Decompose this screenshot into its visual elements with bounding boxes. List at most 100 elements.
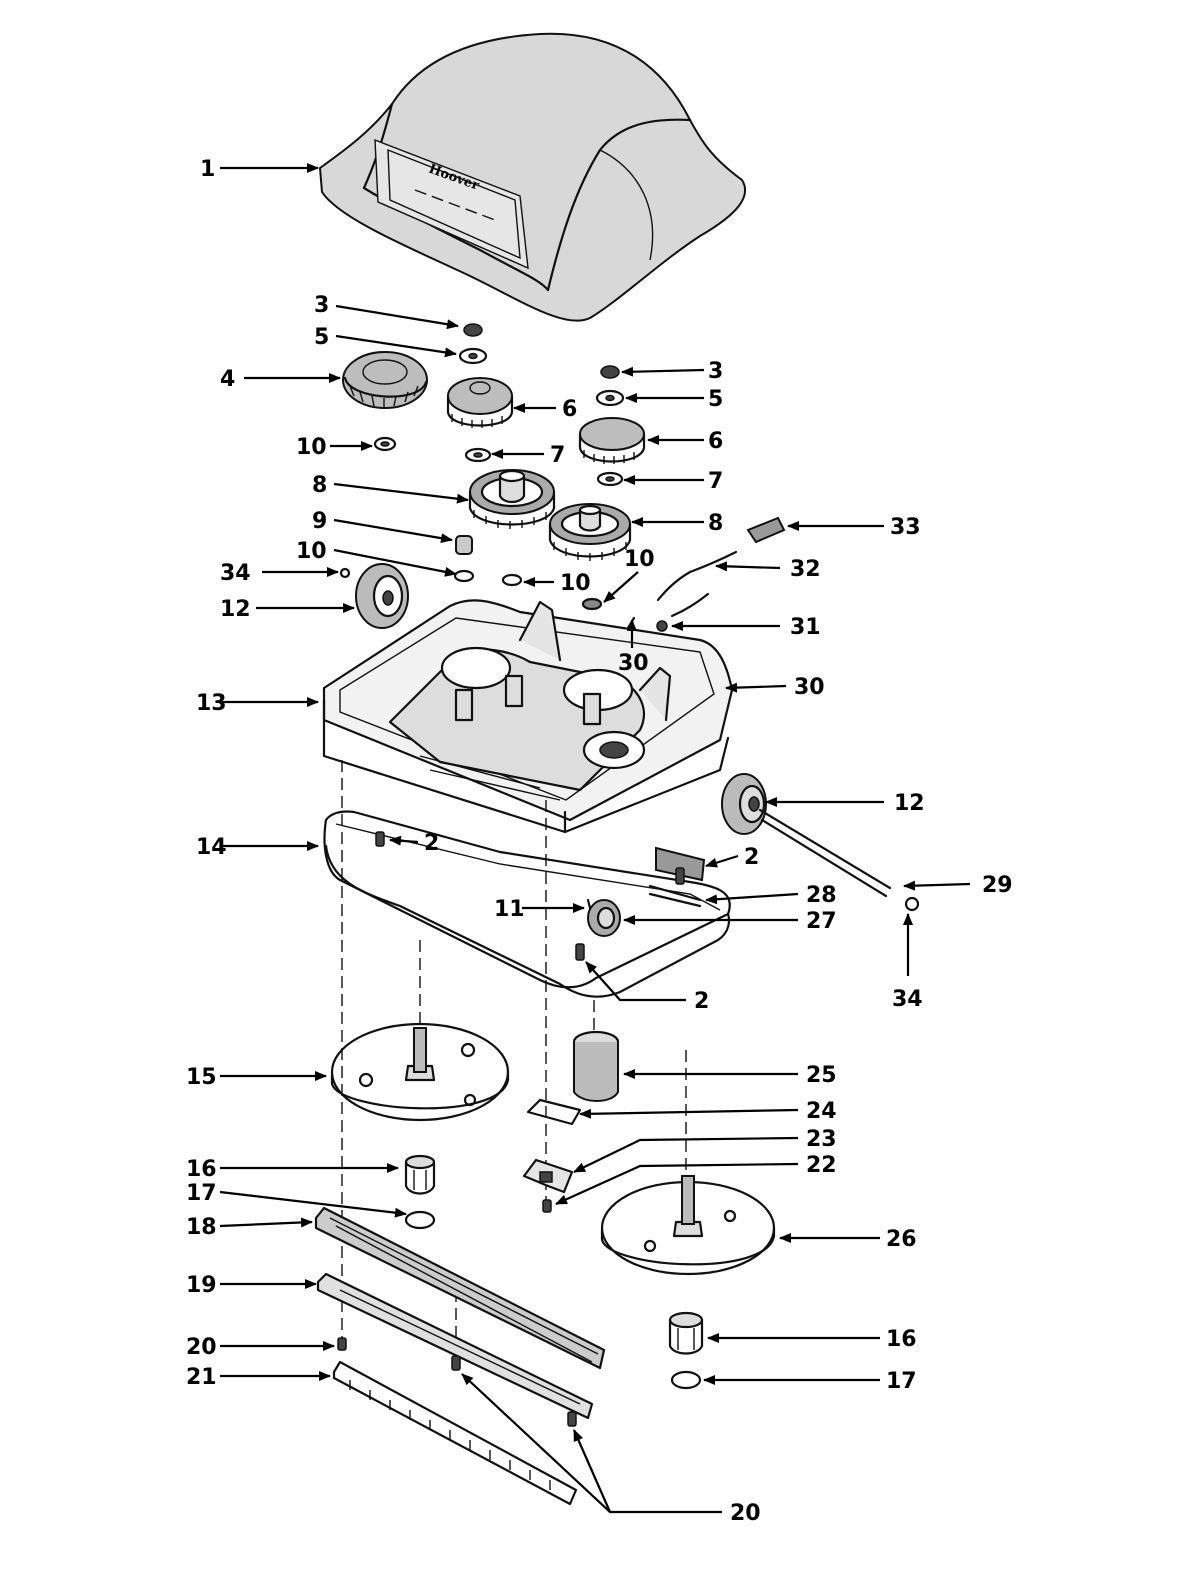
part-16-hub-right — [668, 1311, 704, 1355]
callout-10: 10 — [296, 435, 327, 460]
part-26-brush-disc — [600, 1175, 776, 1276]
part-14-bumper — [323, 810, 731, 998]
callout-3: 3 — [314, 293, 329, 318]
part-20-screw-a — [337, 1337, 347, 1351]
callout-11: 11 — [494, 897, 525, 922]
part-20-screw-c — [567, 1411, 577, 1427]
callout-10: 10 — [624, 547, 655, 572]
part-34-clip-b — [904, 896, 920, 912]
part-12-wheel-left — [355, 563, 409, 629]
part-3-nut-right — [600, 365, 620, 379]
callout-5: 5 — [708, 387, 723, 412]
callout-23: 23 — [806, 1127, 837, 1152]
callout-13: 13 — [196, 691, 227, 716]
part-8-gear-left — [468, 469, 556, 529]
part-6-gear-left — [446, 377, 514, 428]
part-22-screw — [542, 1199, 552, 1213]
part-20-screw-b — [451, 1355, 461, 1371]
callout-4: 4 — [220, 367, 235, 392]
part-5-washer-left — [458, 347, 488, 365]
callout-6: 6 — [562, 397, 577, 422]
callout-26: 26 — [886, 1227, 917, 1252]
part-31-spring — [656, 620, 668, 632]
callout-8: 8 — [312, 473, 327, 498]
callout-2: 2 — [694, 989, 709, 1014]
callout-22: 22 — [806, 1153, 837, 1178]
part-33-knob — [746, 516, 786, 544]
callout-30: 30 — [618, 651, 649, 676]
alignment-lines — [341, 760, 687, 1360]
callout-labels: 1 3 5 4 3 5 6 6 10 7 7 8 8 33 9 10 10 10… — [186, 157, 1013, 1526]
part-17-ring-right — [670, 1370, 702, 1390]
part-10-washer-a — [373, 436, 397, 452]
part-9-bushing — [455, 535, 473, 555]
callout-21: 21 — [186, 1365, 217, 1390]
callout-32: 32 — [790, 557, 821, 582]
callout-10: 10 — [296, 539, 327, 564]
part-8-gear-right — [548, 503, 632, 561]
part-2-bracket — [655, 846, 706, 882]
callout-34: 34 — [220, 561, 251, 586]
callout-20: 20 — [186, 1335, 217, 1360]
part-17-ring-left — [404, 1210, 436, 1230]
part-1-cover: Hoover — [318, 32, 747, 322]
callout-9: 9 — [312, 509, 327, 534]
part-15-brush-disc — [330, 1022, 510, 1122]
callout-30: 30 — [794, 675, 825, 700]
callout-8: 8 — [708, 511, 723, 536]
part-18-rail — [314, 1206, 606, 1370]
part-24-clip — [526, 1098, 582, 1126]
callout-7: 7 — [708, 469, 723, 494]
callout-7: 7 — [550, 443, 565, 468]
callout-12: 12 — [220, 597, 251, 622]
part-10-washer-b — [453, 569, 475, 583]
callout-17: 17 — [886, 1369, 917, 1394]
callout-34: 34 — [892, 987, 923, 1012]
part-3-nut-left — [463, 323, 483, 337]
part-13-housing — [322, 599, 734, 834]
part-21-brush-strip — [332, 1360, 578, 1506]
callout-3: 3 — [708, 359, 723, 384]
part-2-screw-b — [675, 867, 685, 885]
callout-1: 1 — [200, 157, 215, 182]
callout-12: 12 — [894, 791, 925, 816]
part-29-axle — [758, 808, 892, 898]
callout-29: 29 — [982, 873, 1013, 898]
part-6-gear-right — [578, 417, 646, 464]
part-10-washer-d — [581, 597, 603, 611]
part-27-button — [587, 899, 621, 937]
callout-15: 15 — [186, 1065, 217, 1090]
callout-6: 6 — [708, 429, 723, 454]
part-7-washer-right — [596, 471, 624, 487]
part-2-screw-c — [575, 943, 585, 961]
part-16-hub-left — [404, 1154, 436, 1195]
leader-lines — [219, 163, 971, 1514]
callout-20: 20 — [730, 1501, 761, 1526]
part-25-cylinder — [572, 1030, 620, 1102]
callout-2: 2 — [744, 845, 759, 870]
callout-14: 14 — [196, 835, 227, 860]
part-28-pin — [648, 884, 702, 908]
callout-25: 25 — [806, 1063, 837, 1088]
callout-10: 10 — [560, 571, 591, 596]
part-19-strip — [316, 1272, 594, 1420]
part-10-washer-c — [501, 573, 523, 587]
callout-5: 5 — [314, 325, 329, 350]
callout-18: 18 — [186, 1215, 217, 1240]
callout-19: 19 — [186, 1273, 217, 1298]
part-7-washer-left — [464, 447, 492, 463]
part-32-lever — [656, 550, 738, 618]
callout-33: 33 — [890, 515, 921, 540]
callout-27: 27 — [806, 909, 837, 934]
part-34-clip-a — [339, 567, 351, 579]
callout-17: 17 — [186, 1181, 217, 1206]
part-12-wheel-right — [721, 773, 767, 835]
callout-24: 24 — [806, 1099, 837, 1124]
callout-28: 28 — [806, 883, 837, 908]
callout-2: 2 — [424, 831, 439, 856]
callout-31: 31 — [790, 615, 821, 640]
part-23-bracket — [522, 1158, 574, 1194]
callout-16: 16 — [886, 1327, 917, 1352]
callout-16: 16 — [186, 1157, 217, 1182]
